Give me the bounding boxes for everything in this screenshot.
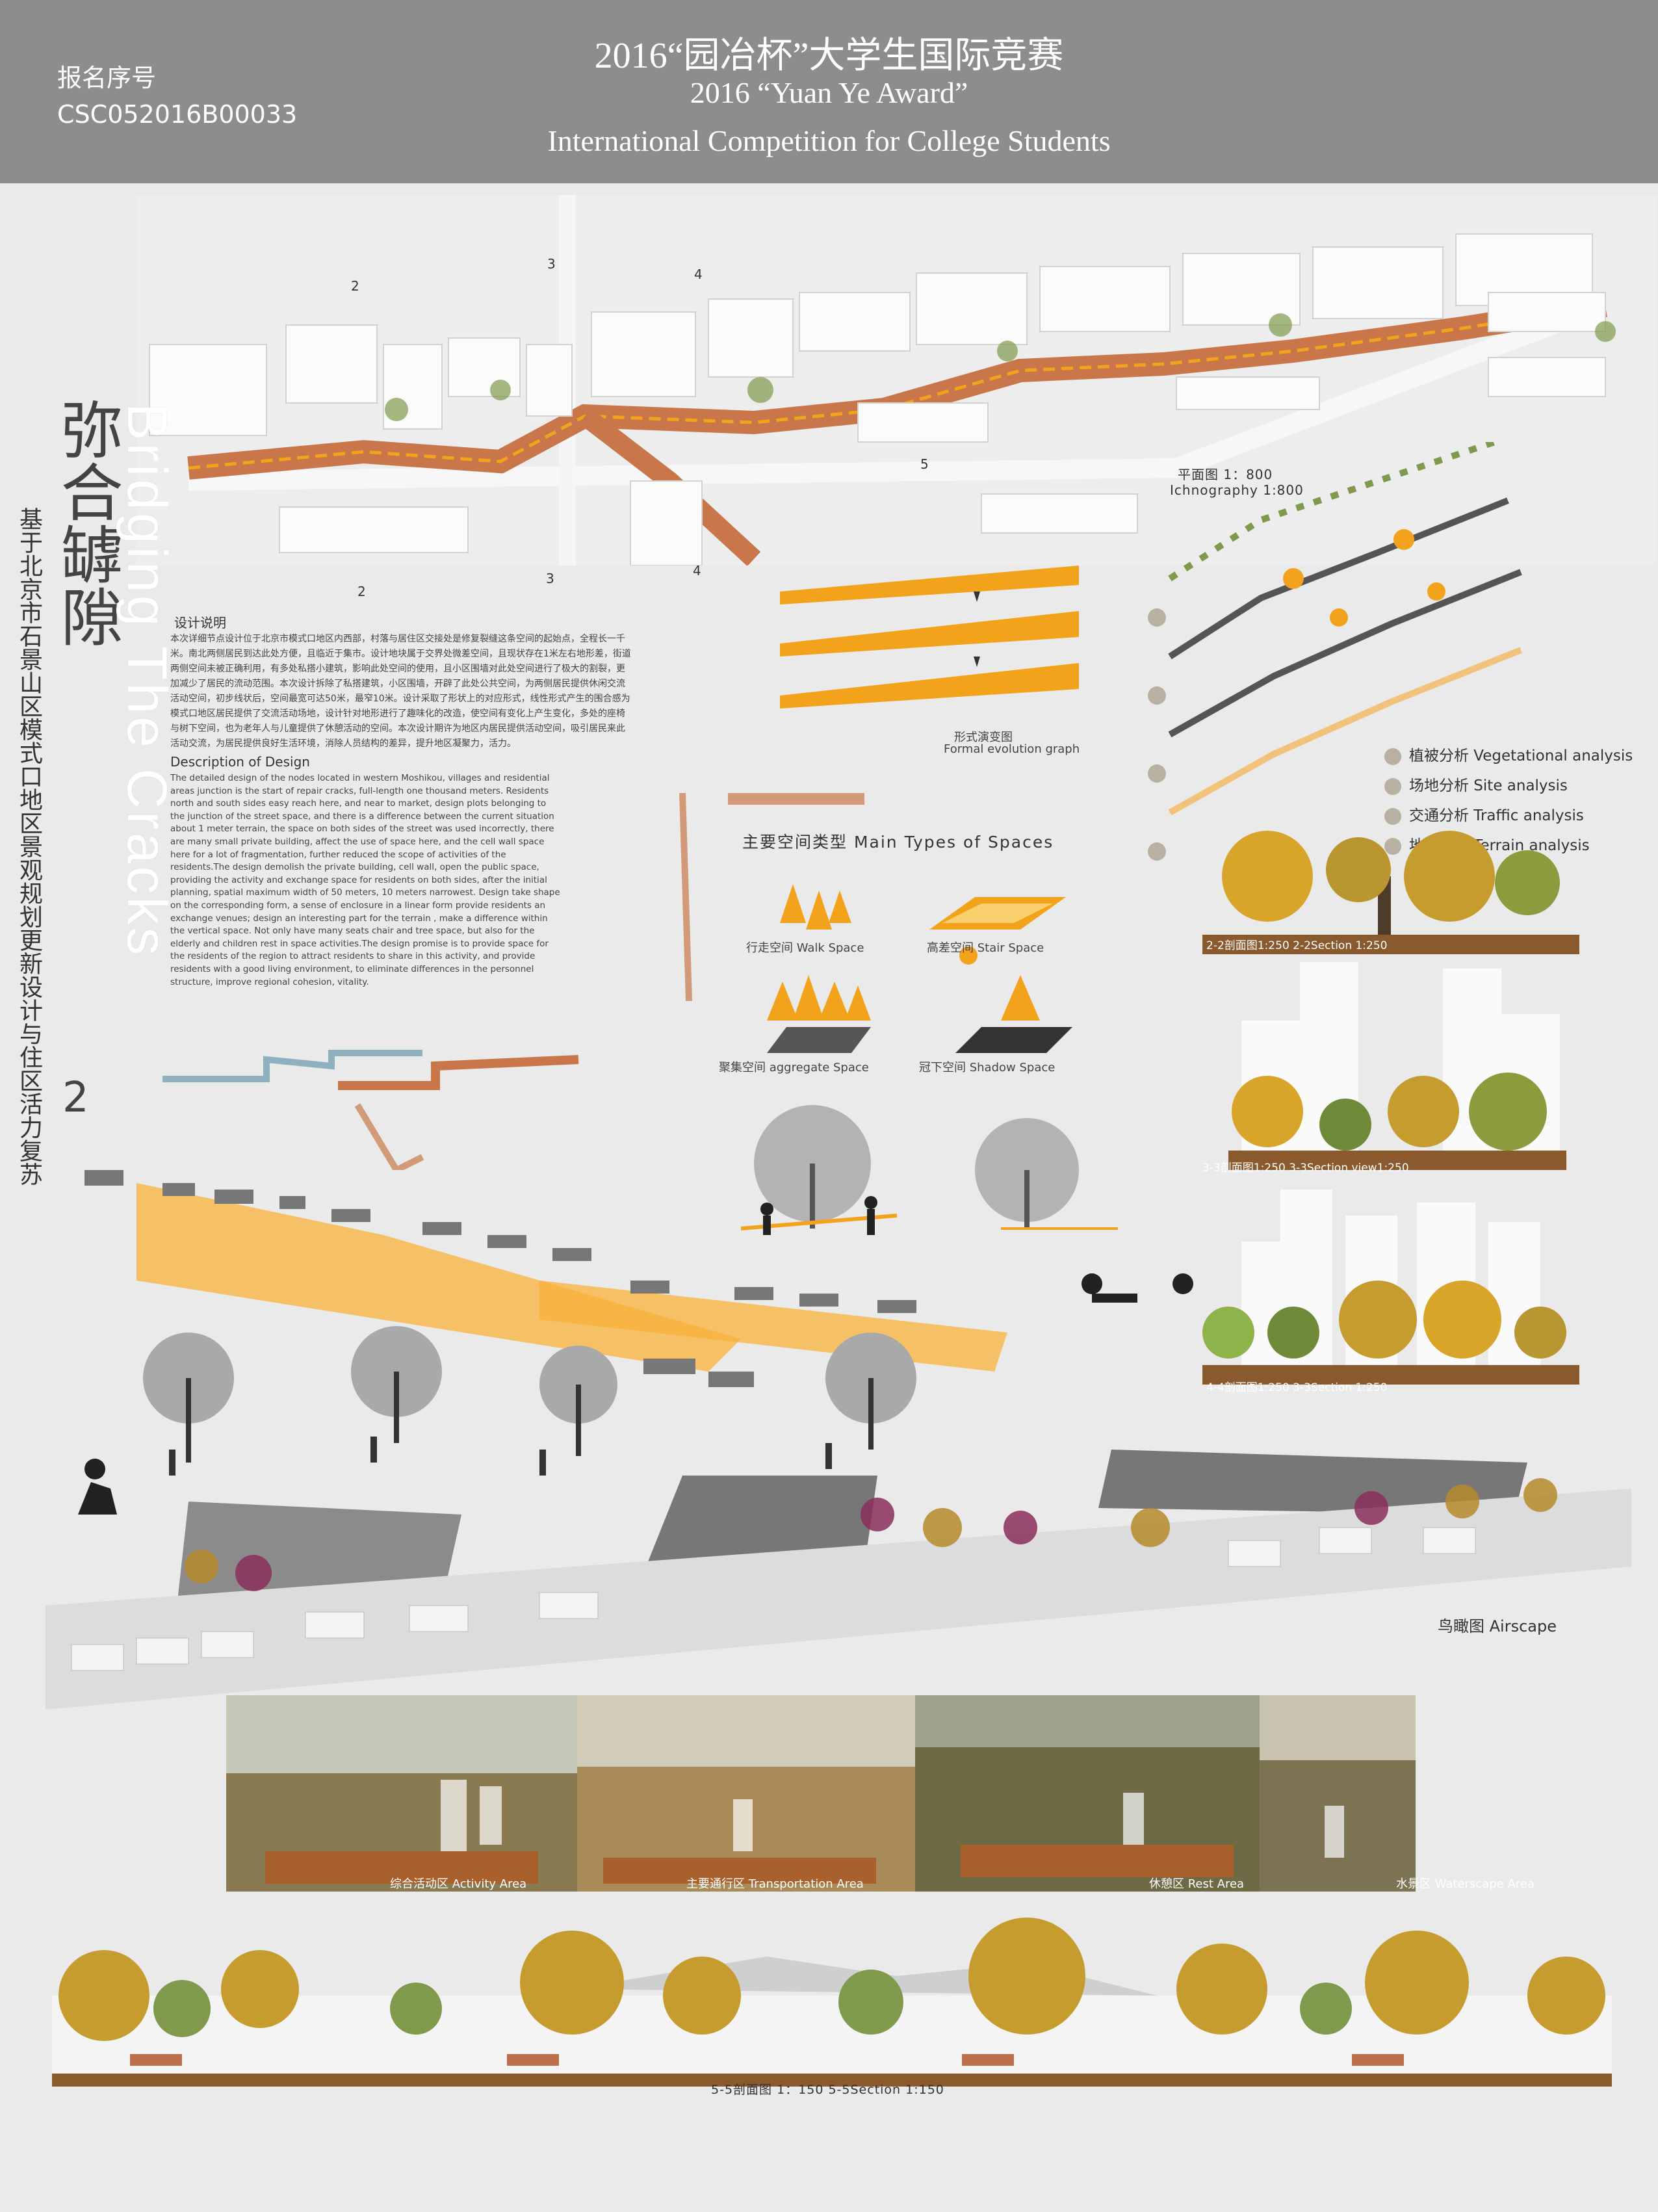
- section-mark-3-top: 3: [547, 256, 556, 272]
- person-silhouette: [78, 1459, 117, 1515]
- elevation-strips: [162, 1050, 579, 1170]
- section-4-4-caption: 4-4剖面图1:250 3-3Section 1:250: [1206, 1381, 1388, 1394]
- space-type-shadow: 冠下空间 Shadow Space: [919, 1061, 1056, 1074]
- render-caption-rest: 休憩区 Rest Area: [1149, 1877, 1245, 1891]
- poster-subtitle-cn: 基于北京市石景山区模式口地区景观规划更新设计与住区活力复苏: [16, 507, 42, 1186]
- brick-elevation: [679, 793, 692, 1001]
- spaces-title: 主要空间类型 Main Types of Spaces: [742, 833, 1054, 852]
- aerial-view: [45, 1450, 1631, 1710]
- render-strip: [226, 1695, 1416, 1892]
- section-mark-4-top: 4: [694, 267, 703, 282]
- plan-caption-en: Ichnography 1:800: [1170, 482, 1304, 498]
- space-type-stair: 高差空间 Stair Space: [927, 941, 1044, 955]
- page-number: 2: [62, 1074, 89, 1122]
- poster-title-cn: 弥合罅隙: [50, 398, 123, 647]
- registration-number: CSC052016B00033: [57, 100, 298, 129]
- plan-caption-cn: 平面图 1：800: [1178, 467, 1273, 482]
- section-mark-4-bottom: 4: [693, 563, 702, 579]
- space-type-walk: 行走空间 Walk Space: [746, 941, 864, 955]
- render-caption-activity: 综合活动区 Activity Area: [390, 1877, 527, 1891]
- brick-elevation-top: [728, 793, 864, 805]
- competition-subtitle-en: International Competition for College St…: [547, 124, 1111, 157]
- site-axonometric: [84, 1170, 1007, 1476]
- section-mark-2-bottom: 2: [357, 584, 367, 599]
- legend-item-site: 场地分析 Site analysis: [1384, 771, 1633, 801]
- section-mark-5: 5: [920, 456, 929, 472]
- renders-drawing: [226, 1695, 1416, 1892]
- space-type-aggregate: 聚集空间 aggregate Space: [719, 1061, 869, 1074]
- design-text-cn: 本次详细节点设计位于北京市模式口地区内西部，村落与居住区交接处是修复裂缝这条空间…: [170, 634, 631, 749]
- render-caption-waterscape: 水景区 Waterscape Area: [1396, 1877, 1535, 1891]
- section-3-3-caption: 3-3剖面图1:250 3-3Section view1:250: [1202, 1162, 1409, 1175]
- section-5-5-drawing: [52, 1918, 1612, 2087]
- legend-dot-icon: [1384, 837, 1401, 855]
- header-banner: [0, 0, 1658, 183]
- analysis-diagrams: [1148, 442, 1522, 861]
- design-title-cn: 设计说明: [174, 615, 226, 631]
- space-types-diagram: [767, 884, 1072, 1053]
- people-scenes: [740, 1105, 1193, 1303]
- section-5-5-caption: 5-5剖面图 1：150 5-5Section 1:150: [711, 2083, 944, 2097]
- legend-item-vegetation: 植被分析 Vegetational analysis: [1384, 741, 1633, 771]
- registration-block: 报名序号 CSC052016B00033: [57, 60, 297, 133]
- poster-title-en: Bridging The Cracks: [116, 403, 178, 958]
- section-3-3-drawing: [1228, 962, 1566, 1170]
- section-mark-2-top: 2: [351, 278, 360, 294]
- airscape-caption: 鸟瞰图 Airscape: [1438, 1617, 1557, 1635]
- master-plan-drawing: [136, 195, 1657, 567]
- competition-title-cn: 2016“园冶杯”大学生国际竞赛: [594, 36, 1064, 76]
- formal-evolution-graph: [780, 566, 1079, 709]
- render-caption-transport: 主要通行区 Transportation Area: [686, 1877, 864, 1891]
- evolution-caption-cn: 形式演变图: [954, 731, 1013, 744]
- registration-label: 报名序号: [57, 64, 157, 92]
- section-2-2-drawing: [1202, 831, 1579, 954]
- legend-dot-icon: [1384, 807, 1401, 825]
- master-plan: [136, 195, 1657, 567]
- section-mark-3-bottom: 3: [546, 571, 555, 586]
- competition-title-en: 2016 “Yuan Ye Award”: [690, 76, 968, 109]
- legend-dot-icon: [1384, 777, 1401, 795]
- legend-item-traffic: 交通分析 Traffic analysis: [1384, 801, 1633, 831]
- design-title-en: Description of Design: [170, 754, 310, 770]
- legend-dot-icon: [1384, 748, 1401, 765]
- section-4-4-drawing: [1202, 1190, 1579, 1385]
- evolution-caption-en: Formal evolution graph: [944, 742, 1080, 756]
- design-text-en: The detailed design of the nodes located…: [170, 773, 560, 987]
- section-2-2-caption: 2-2剖面图1:250 2-2Section 1:250: [1206, 939, 1388, 952]
